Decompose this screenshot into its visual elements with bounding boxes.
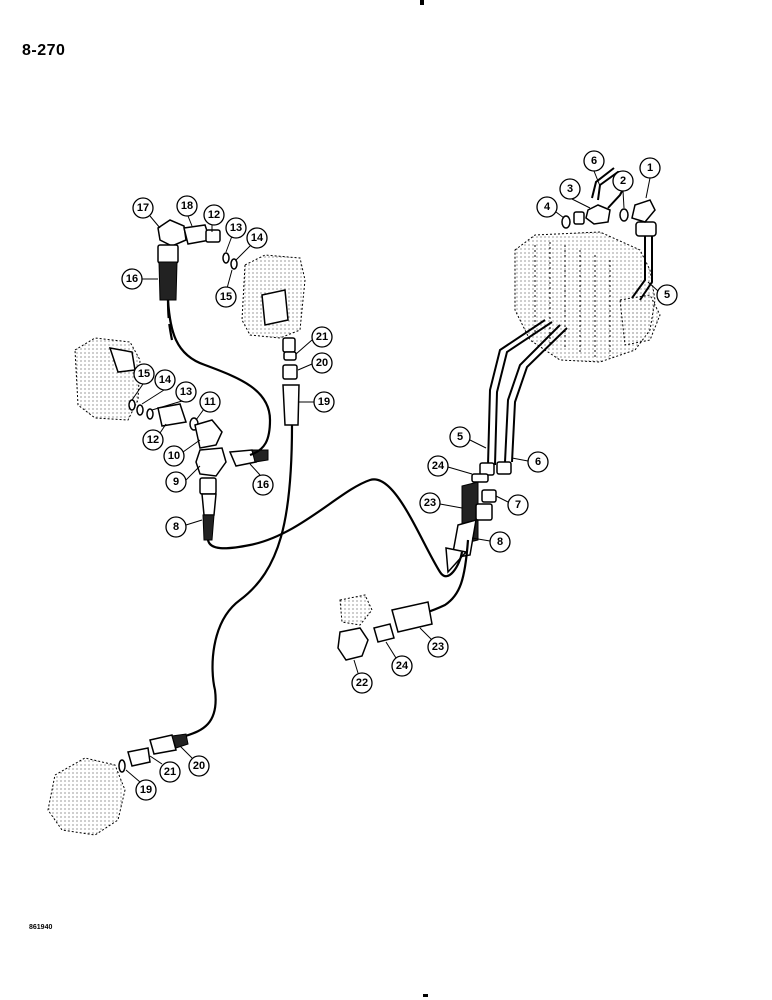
hose-16-upper xyxy=(166,299,272,457)
top-right-fittings xyxy=(561,199,657,237)
hose-16-upper-break xyxy=(166,299,174,341)
figure-code: 861940 xyxy=(29,924,53,931)
svg-text:5: 5 xyxy=(457,431,463,443)
hose-19 xyxy=(179,424,294,740)
callout-5-middle: 5 xyxy=(449,426,487,449)
svg-text:19: 19 xyxy=(318,396,330,408)
upper-left-valve-section xyxy=(241,254,306,353)
svg-text:14: 14 xyxy=(159,374,172,386)
svg-text:16: 16 xyxy=(126,273,138,285)
svg-text:12: 12 xyxy=(208,209,220,221)
bottom-edge-mark xyxy=(423,994,428,997)
callout-1: 1 xyxy=(639,157,661,199)
svg-text:6: 6 xyxy=(591,155,597,167)
page-number: 8-270 xyxy=(22,42,66,59)
svg-text:13: 13 xyxy=(230,222,242,234)
callout-2: 2 xyxy=(612,170,634,209)
callout-24-lower: 24 xyxy=(385,641,413,677)
callout-6-middle: 6 xyxy=(511,451,549,473)
svg-text:14: 14 xyxy=(251,232,264,244)
callout-22: 22 xyxy=(351,659,373,694)
svg-text:1: 1 xyxy=(647,162,653,174)
svg-text:6: 6 xyxy=(535,456,541,468)
callout-14-middle: 14 xyxy=(141,369,176,405)
upper-left-fittings xyxy=(157,219,238,301)
svg-text:15: 15 xyxy=(220,291,232,303)
valve-tubes xyxy=(487,167,653,466)
hose-8 xyxy=(206,478,464,578)
callout-4: 4 xyxy=(536,196,565,219)
control-valve-bank xyxy=(514,231,661,363)
svg-text:20: 20 xyxy=(193,760,205,772)
callout-18: 18 xyxy=(176,195,198,227)
svg-text:11: 11 xyxy=(204,396,216,408)
svg-text:22: 22 xyxy=(356,677,368,689)
callout-23-upper: 23 xyxy=(419,492,463,514)
svg-text:10: 10 xyxy=(168,450,180,462)
svg-text:16: 16 xyxy=(257,479,269,491)
callout-11: 11 xyxy=(195,391,221,421)
svg-text:9: 9 xyxy=(173,476,179,488)
callout-13-top: 13 xyxy=(225,217,247,253)
svg-text:24: 24 xyxy=(432,460,445,472)
svg-text:19: 19 xyxy=(140,784,152,796)
svg-text:15: 15 xyxy=(138,368,150,380)
callout-3: 3 xyxy=(559,178,591,209)
upper-mid-fittings xyxy=(282,351,300,426)
callout-15-top: 15 xyxy=(215,269,237,308)
callout-17: 17 xyxy=(132,197,161,229)
callout-23-lower: 23 xyxy=(419,627,449,658)
callout-5-right: 5 xyxy=(647,281,678,306)
callout-7: 7 xyxy=(495,494,529,516)
svg-text:8: 8 xyxy=(497,536,503,548)
svg-text:7: 7 xyxy=(515,499,521,511)
lower-middle-fittings xyxy=(337,594,433,661)
svg-text:2: 2 xyxy=(620,175,626,187)
callout-24-upper: 24 xyxy=(427,455,473,477)
callout-8-right: 8 xyxy=(471,531,511,553)
svg-text:8: 8 xyxy=(173,521,179,533)
svg-text:5: 5 xyxy=(664,289,670,301)
svg-text:3: 3 xyxy=(567,183,573,195)
callout-13-middle: 13 xyxy=(151,381,197,411)
callout-19-lower: 20 xyxy=(179,745,210,777)
callout-12-top: 12 xyxy=(203,204,225,232)
callout-6-top: 6 xyxy=(583,150,605,187)
callout-group: 1 2 3 4 6 xyxy=(121,150,678,801)
callout-16-middle: 16 xyxy=(249,463,274,496)
bottom-motor xyxy=(47,733,189,836)
right-hose-fittings xyxy=(445,461,512,574)
callout-16-top: 16 xyxy=(121,268,158,290)
svg-text:4: 4 xyxy=(544,201,551,213)
callout-19-upper: 19 xyxy=(299,391,335,413)
svg-text:18: 18 xyxy=(181,200,193,212)
svg-text:23: 23 xyxy=(432,641,444,653)
callout-10: 10 xyxy=(163,439,201,467)
callout-20-lower: 21 xyxy=(149,755,181,783)
callout-20-upper: 20 xyxy=(297,352,333,374)
svg-text:17: 17 xyxy=(137,202,149,214)
callout-8-left: 8 xyxy=(165,516,203,538)
callout-12-middle: 12 xyxy=(142,423,167,451)
svg-text:20: 20 xyxy=(316,357,328,369)
callout-21-lower: 19 xyxy=(125,769,157,801)
svg-text:24: 24 xyxy=(396,660,409,672)
callout-21-upper: 21 xyxy=(295,326,333,355)
callout-14-top: 14 xyxy=(235,227,268,261)
svg-text:12: 12 xyxy=(147,434,159,446)
svg-text:13: 13 xyxy=(180,386,192,398)
svg-text:21: 21 xyxy=(164,766,176,778)
callout-15-middle: 15 xyxy=(131,363,155,401)
svg-text:21: 21 xyxy=(316,331,328,343)
svg-text:23: 23 xyxy=(424,497,436,509)
top-edge-mark xyxy=(420,0,424,5)
callout-9: 9 xyxy=(165,465,201,493)
middle-left-fittings xyxy=(128,399,269,541)
